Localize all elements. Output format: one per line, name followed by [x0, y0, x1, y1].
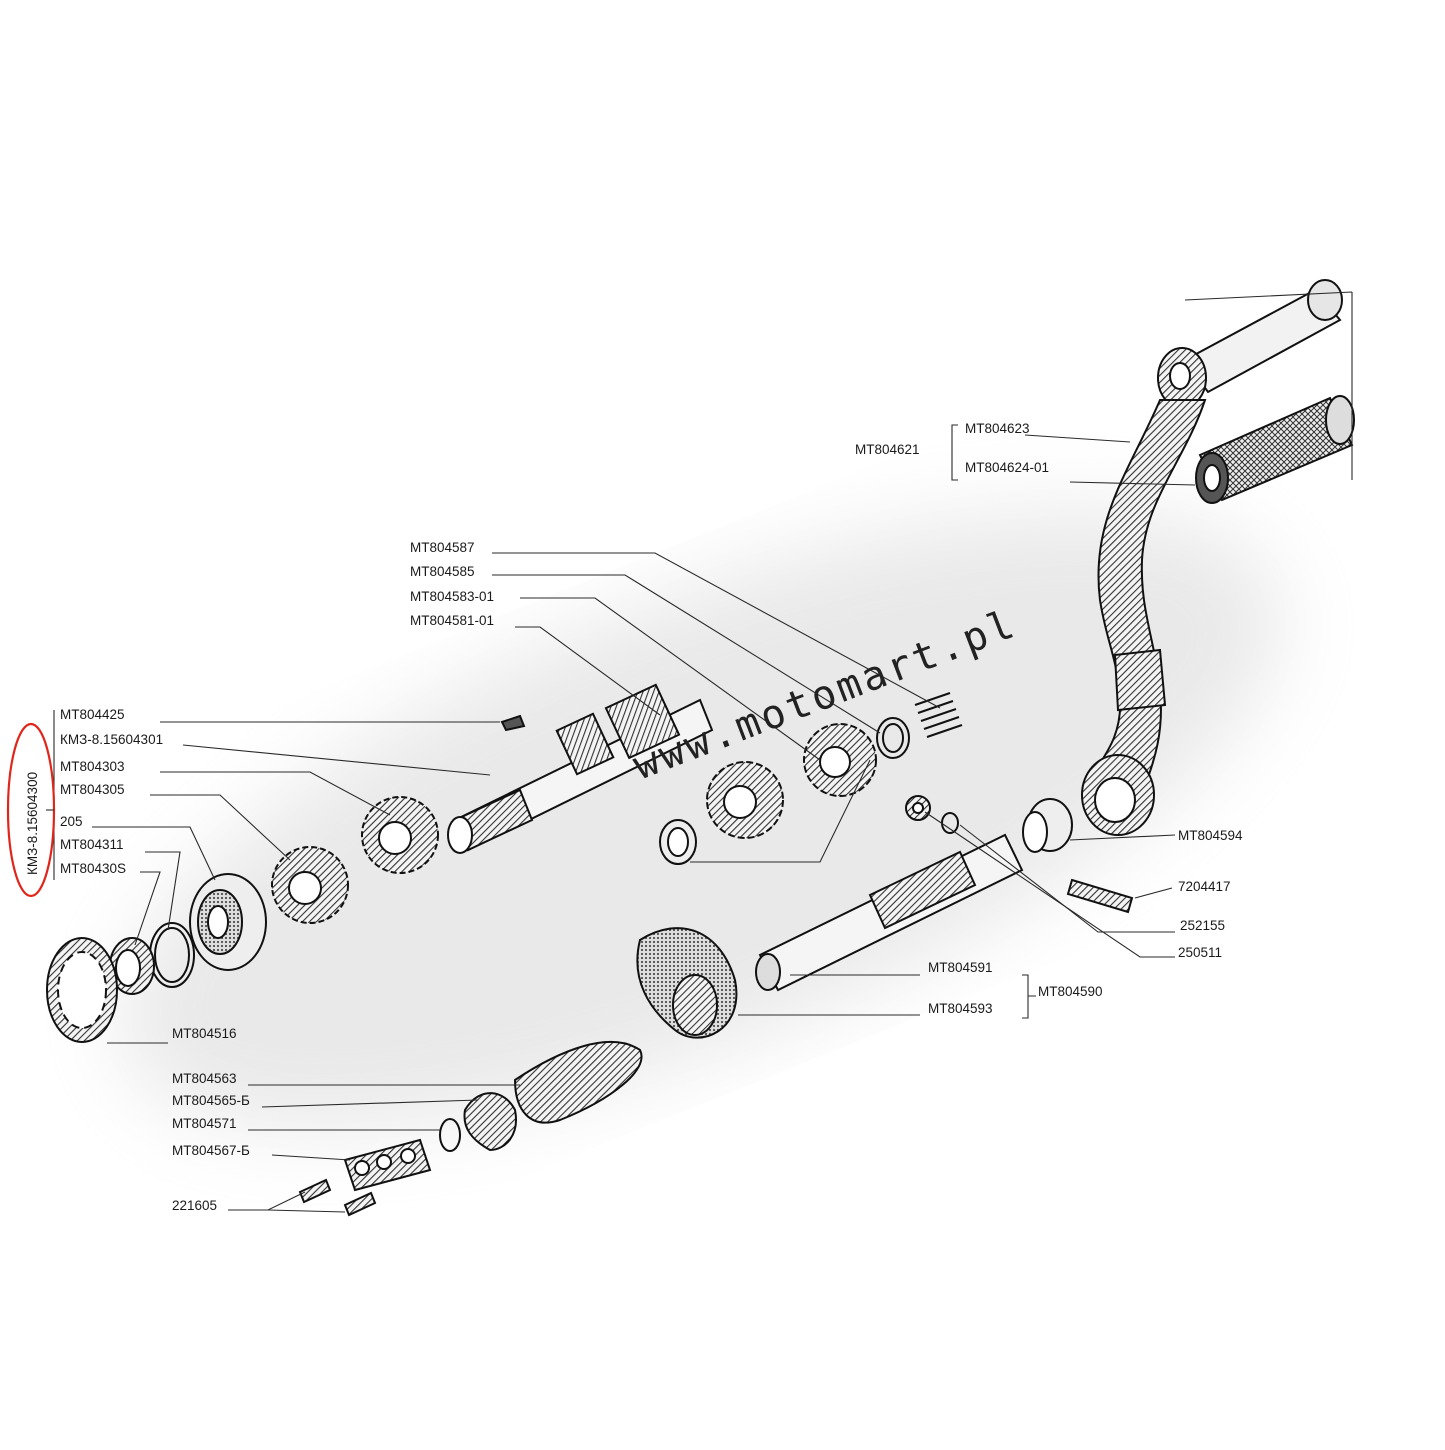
label-mt804571: МТ804571 — [172, 1116, 237, 1131]
screw-7204417 — [1066, 878, 1134, 914]
label-mt804591: МТ804591 — [928, 960, 993, 975]
gear-pair — [659, 723, 877, 865]
label-mt804516: МТ804516 — [172, 1026, 237, 1041]
plate-mt804516 — [46, 937, 118, 1043]
washer-mt804585 — [876, 717, 910, 759]
bracket-mt804567b — [343, 1138, 432, 1192]
label-mt804305: МТ804305 — [60, 782, 125, 797]
background-shadow — [119, 510, 1281, 1130]
label-mt804587: МТ804587 — [410, 540, 475, 555]
label-mt804563: МТ804563 — [172, 1071, 237, 1086]
label-250511: 250511 — [1178, 945, 1222, 960]
label-252155: 252155 — [1180, 918, 1225, 933]
screws-221605 — [298, 1178, 377, 1217]
gear-mt804303 — [361, 796, 439, 874]
label-mt804621: МТ804621 — [855, 442, 920, 457]
assembly-label: КМЗ-8.15604300 — [25, 772, 40, 875]
kick-lever — [1081, 279, 1343, 836]
assembly-label-group: КМЗ-8.15604300 — [6, 722, 56, 898]
bearing-205 — [189, 873, 267, 971]
label-mt804623: МТ804623 — [965, 421, 1030, 436]
label-kmz-15604301: КМЗ-8.15604301 — [60, 732, 163, 747]
label-mt80430s: МТ80430S — [60, 861, 126, 876]
label-mt804425: МТ804425 — [60, 707, 125, 722]
part-labels: МТ804621 МТ804623 МТ804624-01 МТ804587 М… — [60, 421, 1243, 1213]
label-mt804594: МТ804594 — [1178, 828, 1243, 843]
label-mt804311: МТ804311 — [60, 837, 124, 852]
spring-mt804587 — [914, 692, 963, 738]
leader-lines — [53, 291, 1353, 1213]
label-mt804583-01: МТ804583-01 — [410, 589, 494, 604]
nut-250511 — [905, 795, 931, 821]
bushing-mt80430s — [109, 937, 155, 995]
ring-mt804571 — [439, 1118, 461, 1152]
kick-shaft-mt804591 — [755, 833, 1024, 992]
spring-mt804563 — [513, 1041, 643, 1124]
bush-mt804594 — [1022, 798, 1073, 853]
label-mt804585: МТ804585 — [410, 564, 475, 579]
gear-mt804305 — [271, 846, 349, 924]
label-mt804303: МТ804303 — [60, 759, 125, 774]
label-mt804593: МТ804593 — [928, 1001, 993, 1016]
rubber-grip — [1195, 395, 1355, 504]
label-mt804567b: МТ804567-Б — [172, 1143, 250, 1158]
label-mt804590: МТ804590 — [1038, 984, 1103, 999]
upper-gear-shaft — [447, 683, 714, 854]
label-mt804581-01: МТ804581-01 — [410, 613, 494, 628]
sector-gear-mt804593 — [636, 927, 738, 1039]
pin-mt804425 — [500, 714, 526, 732]
label-mt804565b: МТ804565-Б — [172, 1093, 250, 1108]
label-205: 205 — [60, 814, 83, 829]
label-7204417: 7204417 — [1178, 879, 1231, 894]
label-mt804624-01: МТ804624-01 — [965, 460, 1049, 475]
plate-mt804565b — [463, 1092, 517, 1152]
label-221605: 221605 — [172, 1198, 217, 1213]
